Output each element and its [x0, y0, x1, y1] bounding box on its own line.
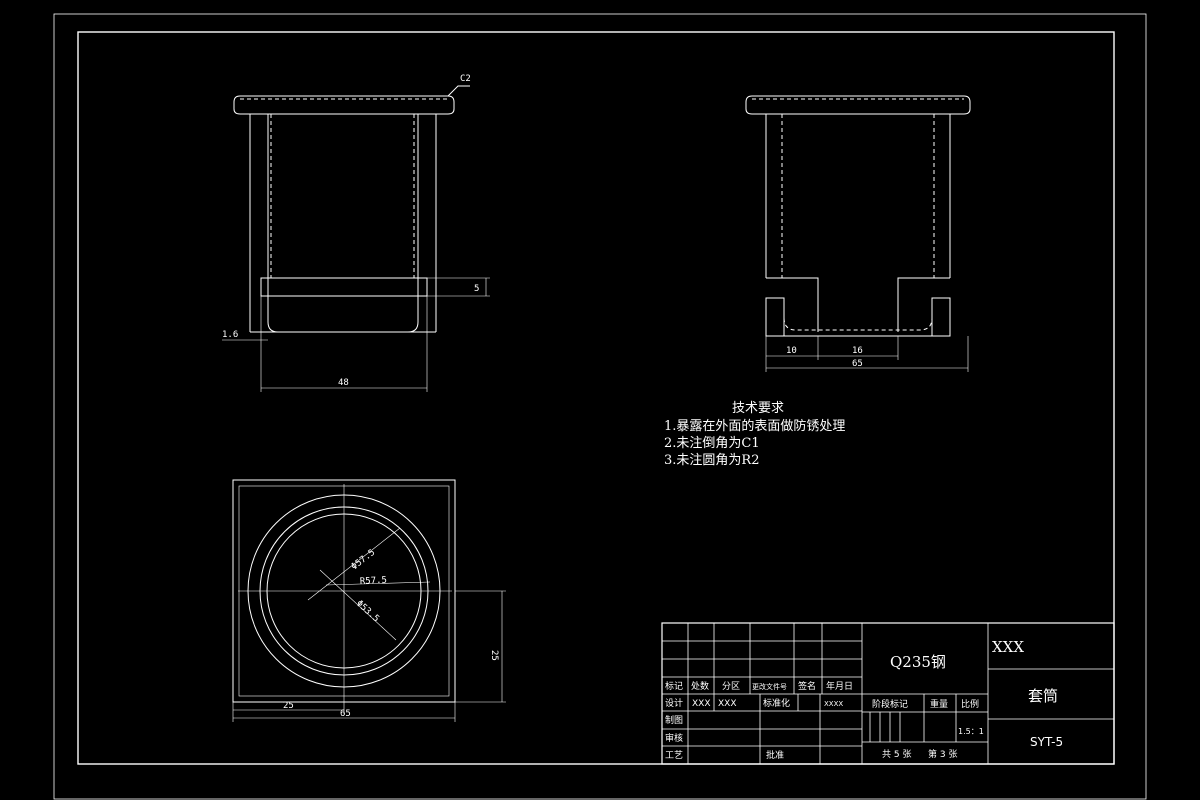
tb-scale-label: 比例 [961, 698, 979, 710]
top-leader-2 [325, 581, 431, 586]
tech-req-item-2: 2.未注倒角为C1 [664, 436, 760, 451]
side-dim-left-label: 10 [786, 346, 797, 356]
tb-date-value: XXXX [824, 700, 843, 708]
dim-width-label: 48 [338, 378, 349, 388]
tb-header-3: 更改文件号 [752, 682, 787, 691]
tb-header-0: 标记 [665, 680, 683, 692]
side-slot-left [766, 277, 819, 332]
tech-req-item-3: 3.未注圆角为R2 [664, 453, 759, 468]
tb-drawing-no: SYT-5 [1030, 735, 1063, 749]
tb-sheet-no: 第 3 张 [928, 748, 957, 760]
tb-weight-label: 重量 [930, 698, 948, 710]
sheet-frame-border [77, 31, 1115, 765]
chamfer-label: C2 [460, 74, 471, 84]
top-dim-width-label: 65 [340, 709, 351, 719]
tb-check-label: 审核 [665, 732, 683, 744]
side-dim-slot-label: 16 [852, 346, 863, 356]
side-inner-bottom-hidden [783, 317, 933, 331]
tb-design-label: 设计 [665, 697, 683, 709]
top-leader-3 [319, 569, 397, 641]
tb-draw-label: 制图 [665, 714, 683, 726]
side-foot-left-outer [765, 297, 785, 337]
tb-approve-label: 批准 [766, 749, 784, 761]
dim-wall-label: 1.6 [222, 330, 238, 340]
tb-design-name: XXX [692, 699, 711, 709]
side-view [745, 95, 971, 372]
tb-company: XXX [992, 638, 1024, 656]
top-view [232, 479, 506, 722]
side-foot-right-outer [931, 297, 951, 337]
top-leader-1 [307, 527, 401, 601]
top-dia-mid-label: R57.5 [360, 576, 388, 587]
tb-part-name: 套筒 [1028, 687, 1058, 705]
tech-req-title: 技术要求 [732, 401, 784, 416]
front-view [222, 85, 490, 392]
tb-header-2: 分区 [722, 681, 740, 692]
tb-process-label: 工艺 [665, 750, 683, 761]
side-dim-width-label: 65 [852, 359, 863, 369]
dim-depth-label: 5 [474, 284, 479, 294]
tb-header-4: 签名 [798, 680, 816, 692]
tb-standardize-label: 标准化 [763, 697, 790, 709]
top-dim-height-label: 25 [489, 650, 499, 661]
side-top-rim [745, 95, 971, 115]
tech-req-item-1: 1.暴露在外面的表面做防锈处理 [664, 418, 845, 434]
tb-header-1: 处数 [691, 680, 709, 692]
tb-stage-label: 阶段标记 [872, 698, 908, 710]
tb-scale-value: 1.5：1 [958, 727, 984, 736]
top-dia-inner-label: Φ53.5 [354, 599, 381, 625]
top-dia-outer-label: Φ57.5 [350, 548, 378, 573]
top-dim-half-label: 25 [283, 701, 294, 711]
title-block [661, 622, 1115, 765]
front-inner-bottom [267, 321, 419, 333]
chamfer-leader [447, 85, 470, 97]
tb-sheets-total: 共 5 张 [882, 749, 911, 760]
sheet-outer-border [53, 13, 1147, 800]
tb-design-sign: XXX [718, 699, 737, 709]
side-slot-right [897, 277, 950, 332]
front-slot [260, 277, 428, 297]
title-block-border [661, 622, 1115, 765]
tb-header-5: 年月日 [826, 680, 853, 692]
front-top-rim [233, 95, 455, 115]
tb-material: Q235钢 [890, 653, 946, 671]
